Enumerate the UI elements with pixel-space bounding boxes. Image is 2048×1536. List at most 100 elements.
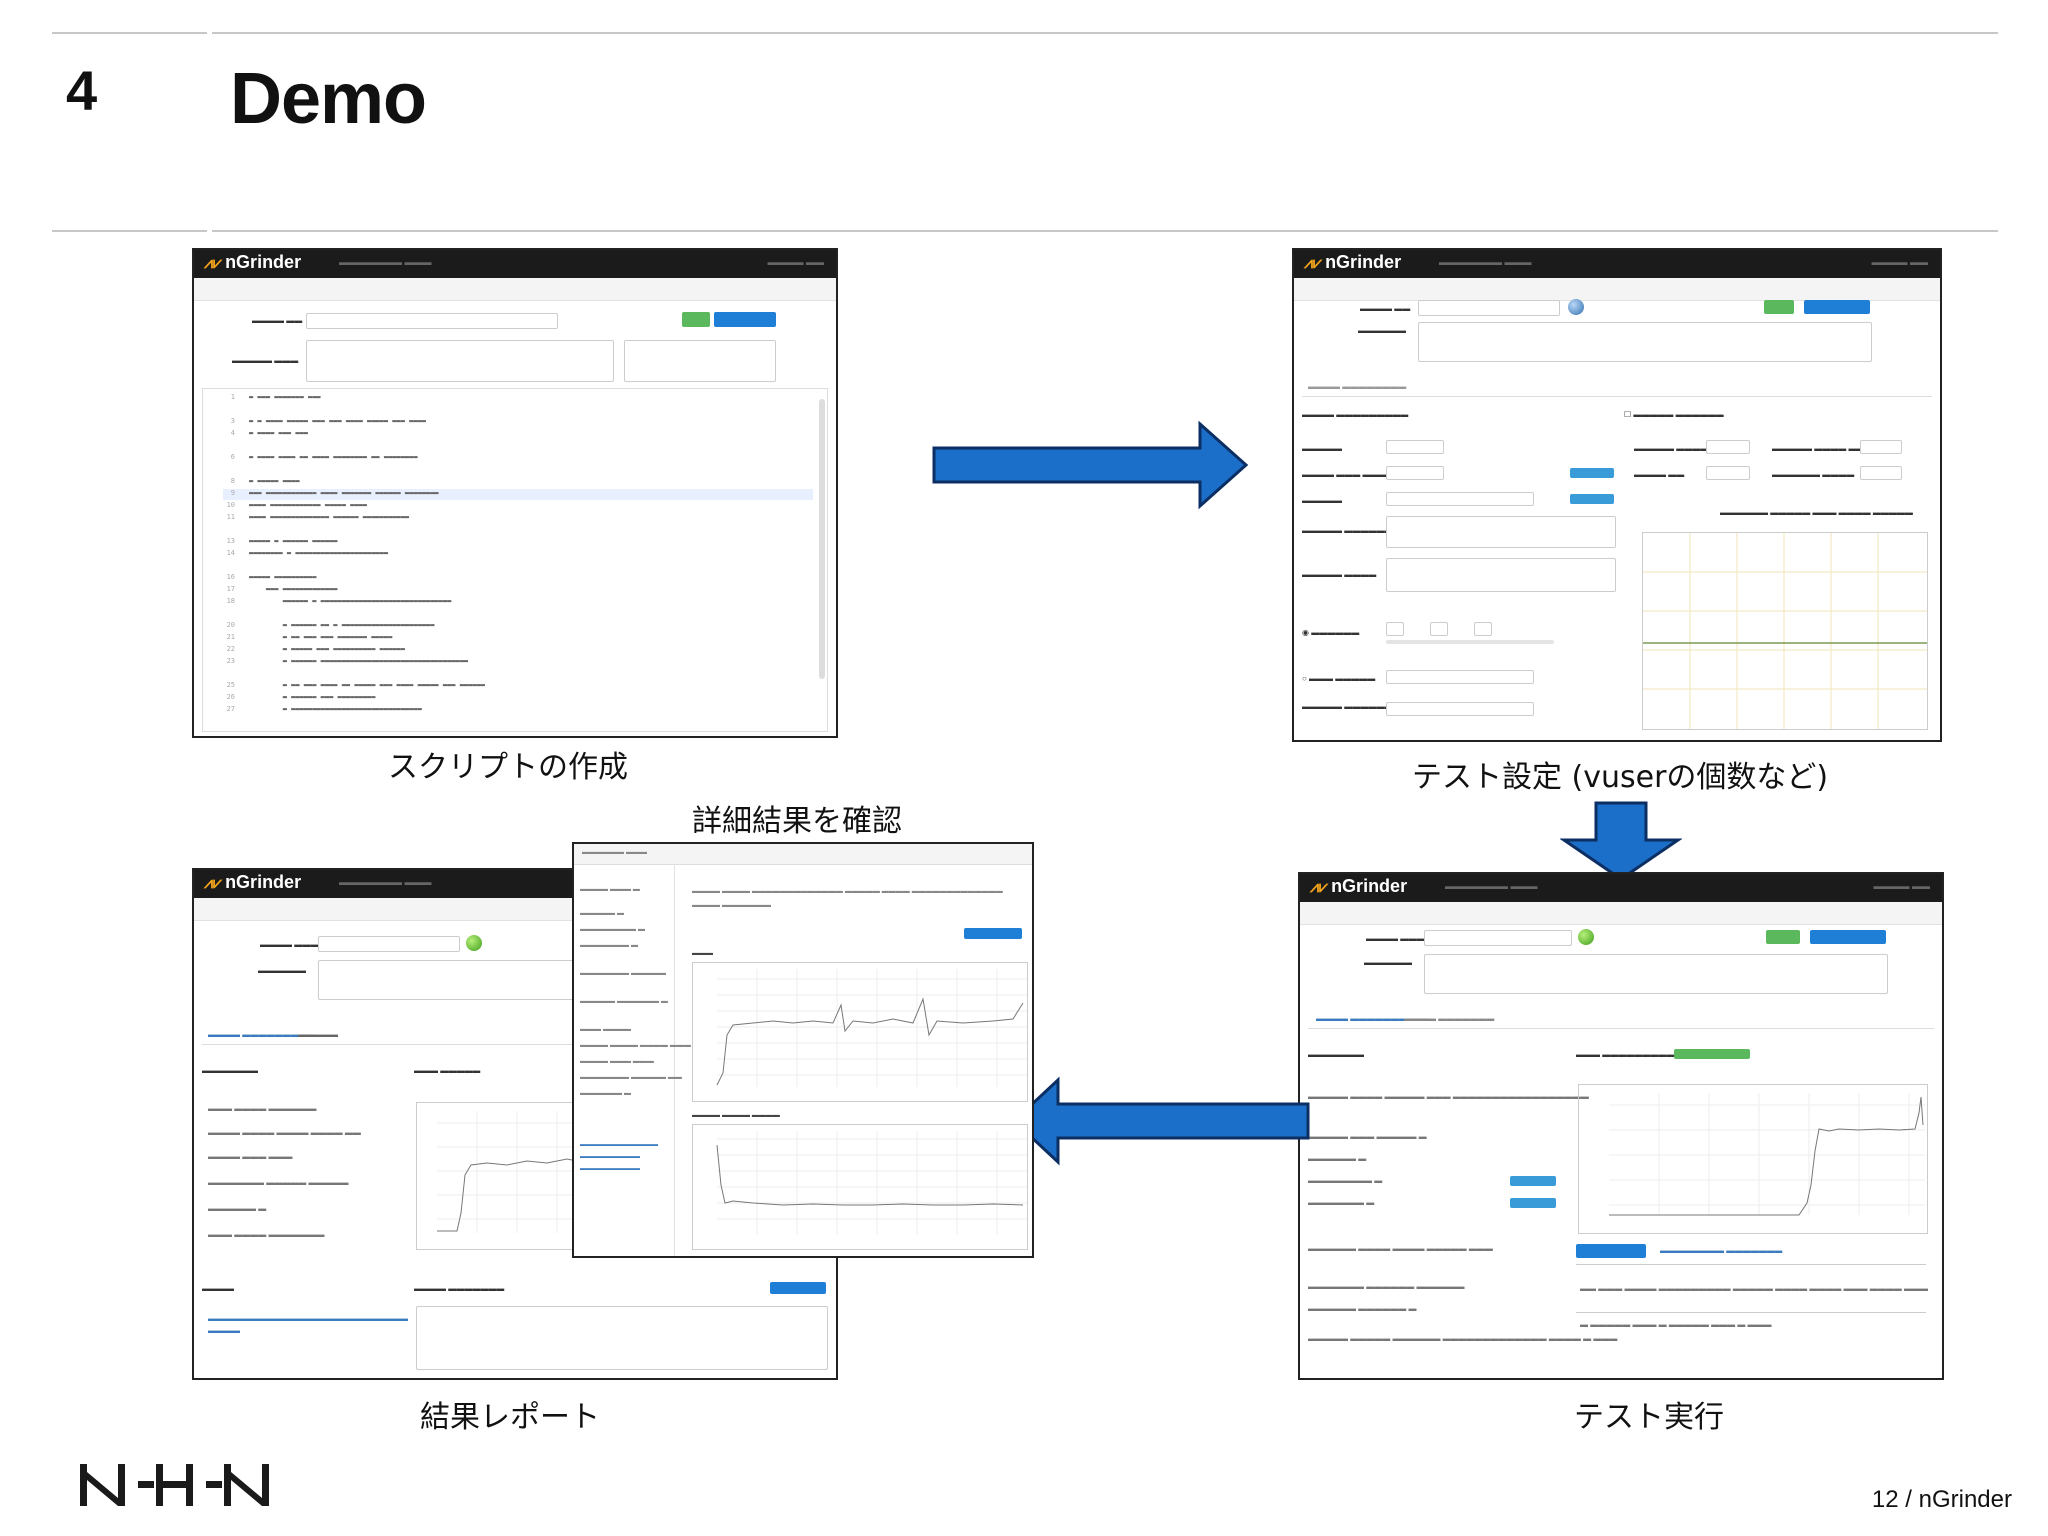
tab-report[interactable]: ▬▬▬▬▬	[298, 1030, 338, 1039]
leave-comment-button[interactable]	[770, 1282, 826, 1294]
tps-graph	[416, 1102, 578, 1250]
detail-mean-time-label: ▬▬▬▬ ▬▬▬▬ ▬▬▬▬	[692, 1112, 780, 1119]
summary-row: ▬▬▬▬ ▬▬▬▬ ▬▬▬▬ ▬▬▬▬ ▬▬	[208, 1128, 361, 1137]
summary-row: ▬▬▬▬▬▬ ▬▬▬▬ ▬▬▬▬ ▬▬▬▬▬ ▬▬▬	[1308, 1244, 1493, 1253]
initial-processes-field[interactable]	[1706, 440, 1750, 454]
code-line: 1▬ ▬▬▬ ▬▬▬▬▬▬▬ ▬▬▬	[230, 393, 321, 401]
run-count-radio[interactable]: ○ ▬▬▬ ▬▬▬▬▬	[1302, 674, 1376, 683]
validate-script-button[interactable]	[714, 312, 776, 327]
detail-row: ▬▬▬▬ ▬▬▬ ▬▬▬	[580, 1058, 654, 1065]
summary-row: ▬▬▬▬▬▬▬▬ ▬	[1308, 1176, 1383, 1185]
app-logo: ⩘⩗nGrinder	[204, 872, 301, 893]
app-logo: ⩘⩗nGrinder	[1304, 252, 1401, 273]
ignore-sample-field[interactable]	[1386, 702, 1534, 716]
download-csv-button[interactable]	[964, 928, 1022, 939]
tab-test-configuration[interactable]: ▬▬▬▬ ▬▬▬▬▬▬▬▬▬▬	[1316, 1014, 1431, 1023]
tab-test-configuration[interactable]: ▬▬▬▬ ▬▬▬▬▬▬▬▬	[1308, 382, 1407, 391]
clone-button[interactable]	[1766, 930, 1800, 944]
tab-test-running[interactable]: ▬▬▬▬ ▬▬▬▬▬▬▬	[1404, 1014, 1495, 1023]
duration-seconds[interactable]	[1474, 622, 1492, 636]
detail-mean-time-chart	[692, 1124, 1028, 1250]
script-resources-field[interactable]	[1386, 516, 1616, 548]
label-placeholder: ▬▬▬▬▬▬	[1364, 958, 1412, 967]
agent-count-field[interactable]	[1386, 440, 1444, 454]
nav-placeholder: ▬▬▬▬▬▬▬ ▬▬▬	[1439, 257, 1532, 267]
code-line: 23 ▬ ▬▬▬▬▬▬ ▬▬▬▬▬▬▬▬▬▬▬▬▬▬▬▬▬▬▬▬▬▬▬▬▬▬▬▬…	[226, 657, 469, 665]
save-and-start-button[interactable]	[1804, 300, 1870, 314]
section-heading: ▬▬▬▬▬▬▬	[1308, 1050, 1364, 1059]
app-logo: ⩘⩗nGrinder	[204, 252, 301, 273]
tab-test-configuration[interactable]: ▬▬▬▬ ▬▬▬▬▬▬▬▬▬	[208, 1030, 315, 1039]
commit-message-field[interactable]	[306, 340, 614, 382]
code-editor[interactable]: 1▬ ▬▬▬ ▬▬▬▬▬▬▬ ▬▬▬ 3▬ ▬ ▬▬▬▬ ▬▬▬▬▬ ▬▬▬ ▬…	[202, 388, 828, 732]
mid-rule-right	[212, 230, 1998, 232]
save-button[interactable]	[682, 312, 710, 327]
summary-row: ▬▬▬▬▬▬▬ ▬	[1308, 1198, 1375, 1207]
section-heading: ▬▬▬▬ ▬▬▬▬▬▬▬▬▬	[1302, 410, 1409, 419]
detail-row: ▬▬▬▬ ▬▬▬▬ ▬▬▬▬ ▬▬▬	[580, 1042, 691, 1049]
detail-row: ▬▬▬▬▬▬ ▬	[580, 1090, 631, 1097]
test-name-field[interactable]	[1418, 300, 1560, 316]
sub-header-bar	[1294, 278, 1940, 301]
app-header-bar: ⩘⩗nGrinder ▬▬▬▬▬▬▬ ▬▬▬ ▬▬▬▬ ▬▬	[1294, 250, 1940, 278]
duration-hours[interactable]	[1386, 622, 1404, 636]
summary-row: ▬▬▬▬▬▬▬ ▬▬▬▬▬ ▬▬▬▬▬	[208, 1178, 349, 1187]
test-name-field[interactable]	[318, 936, 460, 952]
detail-row: ▬▬▬▬▬▬▬ ▬▬▬▬▬	[580, 970, 666, 977]
divider	[1302, 396, 1932, 397]
clone-and-start-button[interactable]	[1810, 930, 1886, 944]
detail-link[interactable]: ▬▬▬▬▬▬▬▬▬▬▬▬▬	[580, 1142, 658, 1148]
code-line: 9▬▬▬ ▬▬▬▬▬▬▬▬▬▬▬▬ ▬▬▬▬ ▬▬▬▬▬▬▬ ▬▬▬▬▬▬ ▬▬…	[223, 489, 813, 500]
ramp-up-chart-grid	[1643, 533, 1927, 729]
duration-slider[interactable]	[1386, 640, 1554, 644]
detail-row: ▬▬▬ ▬▬▬▬	[580, 1026, 631, 1033]
save-button[interactable]	[1764, 300, 1794, 314]
label-placeholder: ▬▬▬▬▬	[1302, 496, 1342, 505]
ramp-up-field[interactable]	[1706, 466, 1750, 480]
label-placeholder: ▬▬▬▬ ▬▬	[252, 316, 303, 325]
target-host-field[interactable]	[624, 340, 776, 382]
globe-icon	[1568, 299, 1584, 315]
section-number: 4	[66, 59, 98, 122]
code-line: 17 ▬▬▬ ▬▬▬▬▬▬▬▬▬▬▬▬▬	[226, 585, 338, 593]
detail-link[interactable]: ▬▬▬▬▬▬▬▬▬▬	[580, 1166, 640, 1172]
script-name-field[interactable]	[306, 313, 558, 329]
log-link[interactable]: ▬▬▬▬▬▬▬▬▬▬▬▬▬▬▬▬▬▬▬▬▬▬▬▬▬	[208, 1314, 408, 1323]
test-comment-field[interactable]	[416, 1306, 828, 1370]
nav-placeholder: ▬▬▬▬▬▬▬ ▬▬▬	[339, 257, 432, 267]
test-name-field[interactable]	[1424, 930, 1572, 946]
label-placeholder: ▬▬▬▬▬▬	[1358, 326, 1406, 335]
code-line: 25 ▬ ▬▬ ▬▬▬ ▬▬▬▬ ▬▬ ▬▬▬▬▬ ▬▬▬ ▬▬▬▬ ▬▬▬▬▬…	[226, 681, 486, 689]
code-line: 3▬ ▬ ▬▬▬▬ ▬▬▬▬▬ ▬▬▬ ▬▬▬ ▬▬▬▬ ▬▬▬▬▬ ▬▬▬ ▬…	[230, 417, 427, 425]
increment-interval-field[interactable]	[1860, 466, 1902, 480]
label-placeholder: ▬▬▬▬▬ ▬▬▬▬	[1302, 570, 1377, 579]
script-select[interactable]	[1386, 492, 1534, 506]
detail-mean-time-chart-plot	[716, 1131, 1027, 1235]
description-field[interactable]	[1424, 954, 1888, 994]
initial-sleep-field[interactable]	[1860, 440, 1902, 454]
app-name: nGrinder	[1331, 876, 1408, 896]
description-field[interactable]	[1418, 322, 1872, 362]
tab-accumulated-statistics[interactable]: ▬▬▬▬▬▬▬▬ ▬▬▬▬▬▬▬	[1660, 1246, 1783, 1255]
duration-radio[interactable]: ◉ ▬▬▬▬▬▬	[1302, 628, 1360, 637]
caption-run-test: テスト実行	[1574, 1400, 1724, 1435]
detail-link[interactable]: ▬▬▬▬▬▬▬▬▬▬	[580, 1154, 640, 1160]
latest-sample-tab[interactable]	[1576, 1244, 1646, 1258]
caption-check-details: 詳細結果を確認	[692, 804, 902, 839]
log-link-continued[interactable]: ▬▬▬▬	[208, 1326, 240, 1335]
label-placeholder: ▬▬▬▬ ▬▬▬▬	[260, 940, 327, 949]
target-host-field[interactable]	[1386, 558, 1616, 592]
nav-placeholder: ▬▬▬▬▬▬▬ ▬▬▬	[1445, 881, 1538, 891]
label-placeholder: ▬▬▬▬▬ ▬▬▬▬ ▬▬▬▬	[1772, 444, 1881, 453]
code-line: 20 ▬ ▬▬▬▬▬▬ ▬▬ ▬ ▬▬▬▬▬▬▬▬▬▬▬▬▬▬▬▬▬▬▬▬▬▬	[226, 621, 435, 629]
label-placeholder: ▬▬▬▬▬ ▬▬▬▬▬▬	[1634, 444, 1725, 453]
code-line: 21 ▬ ▬▬ ▬▬▬ ▬▬▬ ▬▬▬▬▬▬▬ ▬▬▬▬▬	[226, 633, 393, 641]
vuser-per-agent-field[interactable]	[1386, 466, 1444, 480]
code-line: 8▬ ▬▬▬▬▬ ▬▬▬▬	[230, 477, 300, 485]
ngrinder-wave-icon: ⩘⩗	[204, 875, 223, 892]
duration-minutes[interactable]	[1430, 622, 1448, 636]
code-line: 10▬▬▬▬ ▬▬▬▬▬▬▬▬▬▬▬▬ ▬▬▬▬▬ ▬▬▬▬	[226, 501, 368, 509]
ramp-up-checkbox[interactable]: ☐ ▬▬▬▬▬ ▬▬▬▬▬▬	[1624, 410, 1724, 419]
run-count-field[interactable]	[1386, 670, 1534, 684]
editor-scrollbar[interactable]	[819, 399, 825, 679]
